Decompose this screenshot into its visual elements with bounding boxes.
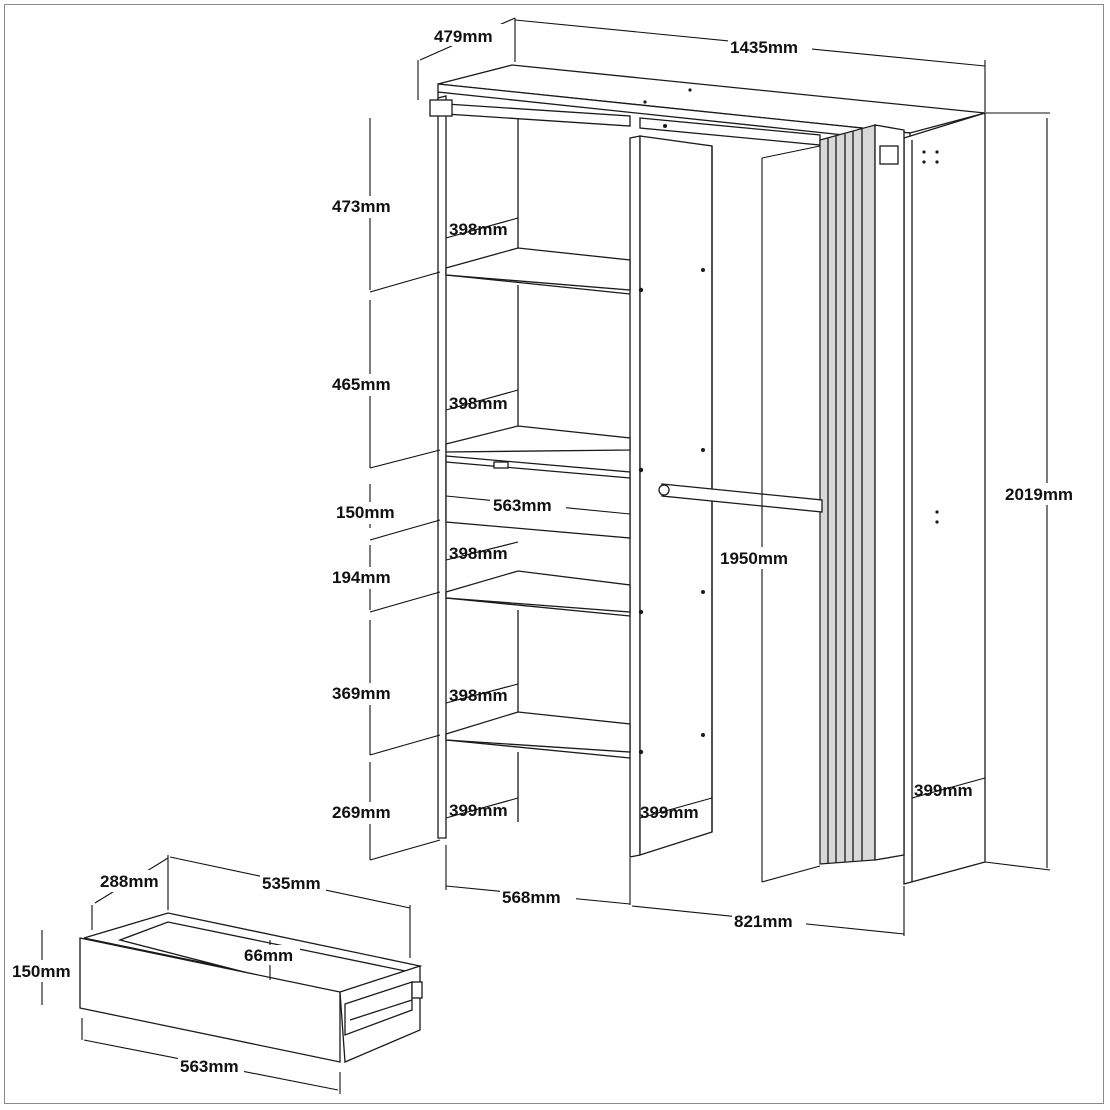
- label-shelf-depth-4: 398mm: [449, 686, 508, 705]
- folded-curtain: [819, 124, 905, 865]
- label-compartment-4: 194mm: [332, 568, 391, 587]
- dimension-labels: 479mm 1435mm 2019mm 1950mm 473mm 465mm 1…: [10, 24, 1090, 1077]
- center-divider: [629, 135, 641, 858]
- label-drawer-front-width: 563mm: [180, 1057, 239, 1076]
- label-right-side-depth: 399mm: [914, 781, 973, 800]
- shelf-holes: [638, 88, 705, 755]
- label-divider-depth: 399mm: [640, 803, 699, 822]
- right-side-panel: [903, 112, 986, 885]
- label-shelf-depth-2: 398mm: [449, 394, 508, 413]
- label-hanging-height: 1950mm: [720, 549, 788, 568]
- left-side-panel: [437, 95, 447, 839]
- label-overall-width: 1435mm: [730, 38, 798, 57]
- label-compartment-3: 150mm: [336, 503, 395, 522]
- label-compartment-2: 465mm: [332, 375, 391, 394]
- label-drawer-inner-width: 535mm: [262, 874, 321, 893]
- label-left-width: 568mm: [502, 888, 561, 907]
- label-right-width: 821mm: [734, 912, 793, 931]
- label-drawer-depth: 288mm: [100, 872, 159, 891]
- drawer-front-panel: [79, 937, 341, 1063]
- label-drawer-inner-height: 66mm: [244, 946, 293, 965]
- label-drawer-width: 563mm: [493, 496, 552, 515]
- label-depth: 479mm: [434, 27, 493, 46]
- label-shelf-depth-3: 398mm: [449, 544, 508, 563]
- right-rail-bracket: [879, 145, 899, 165]
- label-drawer-height: 150mm: [12, 962, 71, 981]
- label-compartment-1: 473mm: [332, 197, 391, 216]
- label-left-side-depth: 399mm: [449, 801, 508, 820]
- label-overall-height: 2019mm: [1005, 485, 1073, 504]
- shelves: [445, 247, 631, 759]
- label-compartment-6: 269mm: [332, 803, 391, 822]
- left-rail-bracket: [429, 99, 453, 117]
- wardrobe-structure: [429, 64, 986, 885]
- label-compartment-5: 369mm: [332, 684, 391, 703]
- label-shelf-depth-1: 398mm: [449, 220, 508, 239]
